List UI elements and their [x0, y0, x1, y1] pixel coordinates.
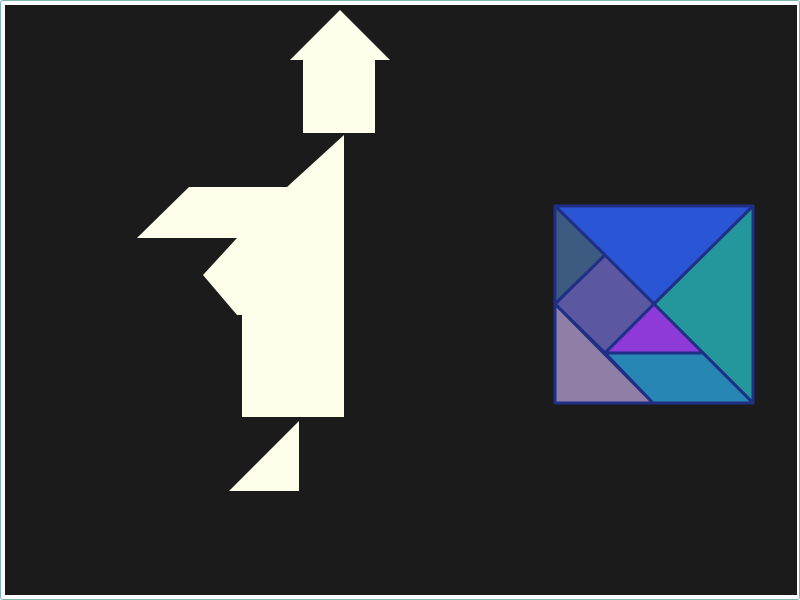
silhouette-chest — [203, 238, 344, 315]
silhouette-arrow-head — [290, 10, 390, 60]
target-silhouette — [137, 10, 390, 491]
silhouette-tail — [229, 421, 299, 491]
game-board — [5, 5, 797, 595]
silhouette-body — [242, 305, 344, 417]
silhouette-arrow-stem — [303, 59, 375, 133]
tangram-puzzle — [553, 204, 755, 405]
silhouette-wing — [137, 187, 344, 238]
puzzle-outline — [553, 204, 755, 405]
